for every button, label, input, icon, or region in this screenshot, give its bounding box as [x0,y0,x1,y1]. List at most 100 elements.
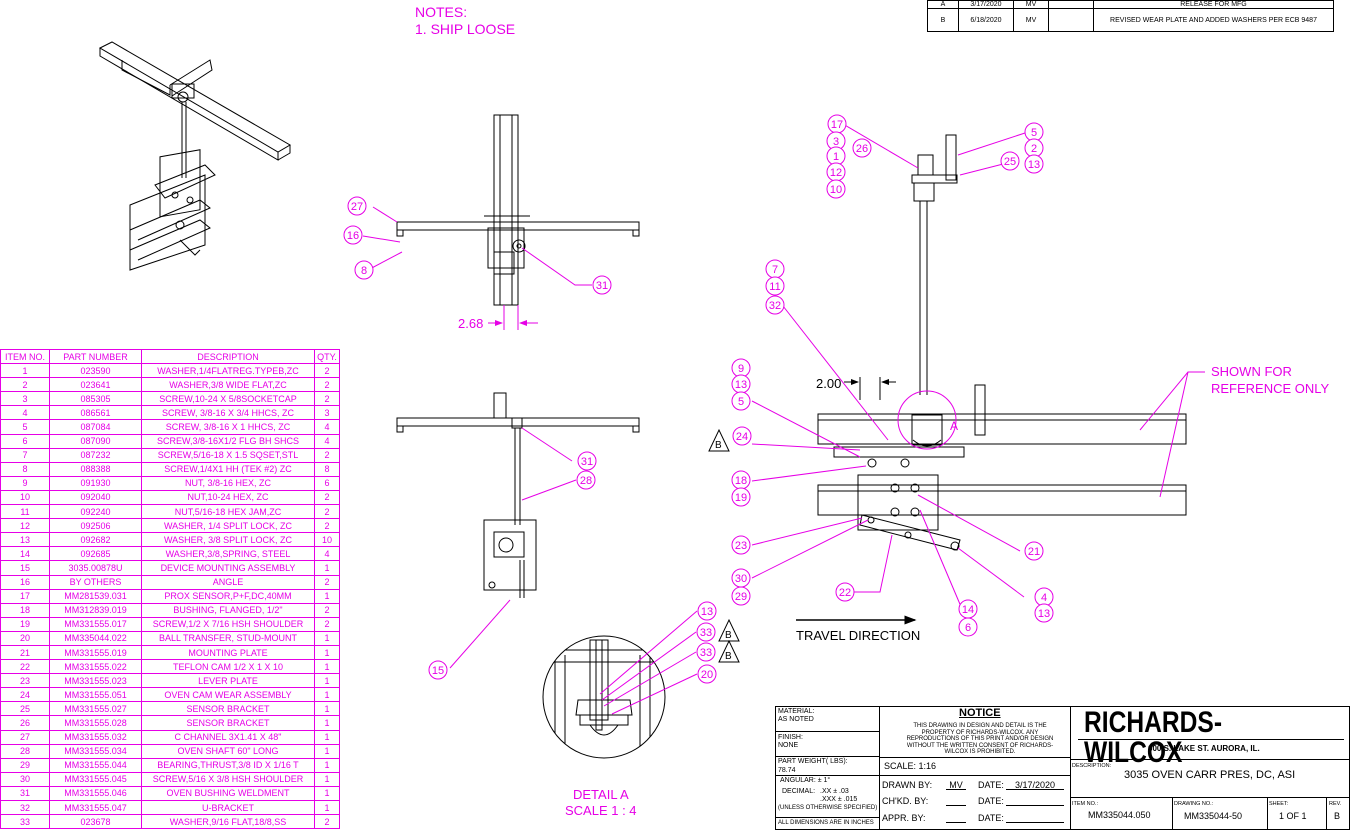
balloon-label: 25 [1004,156,1016,168]
balloon-label: 7 [772,264,778,276]
rev-marker-1: B [715,440,722,451]
balloon-label: 10 [830,184,842,196]
bom-qty: 1 [314,659,340,675]
balloon [577,451,597,471]
top-view [396,114,640,306]
balloon-label: 23 [735,540,747,552]
bom-item-no: 26 [0,715,50,731]
balloon [731,391,751,411]
bom-description: WASHER, 1/4 SPLIT LOCK, ZC [141,518,315,534]
front-view [396,392,640,598]
balloon-label: 31 [581,456,593,468]
balloon [731,535,751,555]
bom-part-number: 3035.00878U [49,560,142,576]
bom-description: BALL TRANSFER, STUD-MOUNT [141,630,315,646]
balloon [697,601,717,621]
balloon-label: 28 [580,475,592,487]
bom-qty: 2 [314,518,340,534]
bom-qty: 1 [314,560,340,576]
revision-row: B 6/18/2020 MV REVISED WEAR PLATE AND AD… [927,8,1334,32]
company-name: RICHARDS-WILCOX [1084,706,1223,769]
balloon-label: 22 [839,587,851,599]
balloon-label: 2 [1031,143,1037,155]
bom-description: SENSOR BRACKET [141,715,315,731]
balloon [696,622,716,642]
bom-item-no: 30 [0,771,50,787]
balloon [765,295,785,315]
bom-qty: 1 [314,701,340,717]
bom-part-number: MM281539.031 [49,588,142,604]
approved-by-label: APPR. BY: [882,813,926,823]
balloon-label: 13 [1038,608,1050,620]
dimension-side-label: 2.00 [816,376,841,391]
balloon-label: 26 [856,143,868,155]
bom-qty: 1 [314,757,340,773]
balloon-label: 3 [833,136,839,148]
sheet-value: 1 OF 1 [1279,811,1307,821]
balloon-label: 5 [738,396,744,408]
travel-direction-label: TRAVEL DIRECTION [796,628,920,643]
finish-value: NONE [778,742,799,749]
detail-a-callout-circle [897,390,957,450]
notes: NOTES: 1. SHIP LOOSE [415,4,515,38]
drawing-no: MM335044-50 [1184,811,1243,821]
bom-part-number: MM331555.045 [49,771,142,787]
drawn-date: 3/17/2020 [1006,781,1064,790]
detail-a-scale: SCALE 1 : 4 [565,803,637,818]
bom-qty: 2 [314,377,340,393]
bom-part-number: 023678 [49,814,142,830]
balloon [732,426,752,446]
balloon [852,138,872,158]
drawing-no-label: DRAWING NO.: [1174,801,1214,807]
dimension-2-68 [488,305,538,330]
balloon-label: 24 [736,431,748,443]
balloon-label: 1 [833,151,839,163]
bom-part-number: MM335044.022 [49,630,142,646]
bom-part-number: MM331555.032 [49,729,142,745]
bom-item-no: 12 [0,518,50,534]
balloon-label: 5 [1031,127,1037,139]
tolerance-unless: (UNLESS OTHERWISE SPECIFIED) [778,805,878,811]
tolerance-angular: ANGULAR: ± 1° [780,777,831,784]
bom-qty: 2 [314,616,340,632]
dimension-2-00 [844,377,896,400]
balloon [835,582,855,602]
bom-qty: 1 [314,771,340,787]
tolerance-xx: .XX ± .03 [820,788,849,795]
bom-description: SENSOR BRACKET [141,701,315,717]
balloon-label: 29 [735,591,747,603]
bom-qty: 2 [314,504,340,520]
balloon-label: 16 [347,230,359,242]
bom-part-number: 092685 [49,546,142,562]
balloon-label: 12 [830,167,842,179]
tolerance-decimal-label: DECIMAL: [782,788,816,795]
balloon-label: 11 [769,281,780,293]
balloon-label: 32 [769,300,781,312]
bom-part-number: MM331555.019 [49,644,142,661]
bom-description: ANGLE [141,574,315,590]
bom-qty: 1 [314,729,340,745]
balloon-label: 33 [700,627,712,639]
balloon-label: 4 [1041,592,1047,604]
material-label: MATERIAL: [778,708,815,715]
checked-by-label: CH'KD. BY: [882,796,929,806]
date-label: DATE: [978,780,1004,790]
weight-value: 78.74 [778,767,796,774]
description-value: 3035 OVEN CARR PRES, DC, ASI [1124,769,1296,781]
balloon-label: 8 [361,265,367,277]
